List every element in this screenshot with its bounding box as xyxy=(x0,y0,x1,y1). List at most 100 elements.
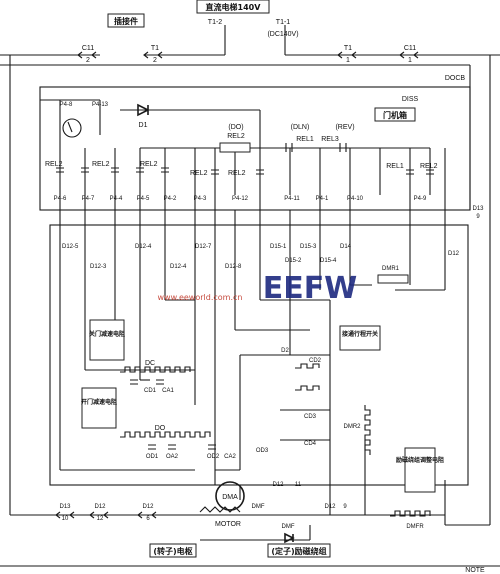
n10-label: 10 xyxy=(62,516,69,522)
od1-label: OD1 xyxy=(146,454,159,460)
d12-7-label: D12-7 xyxy=(195,244,212,250)
p4-8-label: P4-8 xyxy=(60,102,73,108)
rel1-top-label: REL1 xyxy=(296,136,314,143)
docb-label: DOCB xyxy=(445,75,466,82)
terminal-t1-2: T1-2 xyxy=(208,19,223,26)
d2-label: D2 xyxy=(281,348,289,354)
dma-label: DMA xyxy=(222,494,238,501)
t1-right-label: T1 xyxy=(344,45,352,52)
rel2-main-label: REL2 xyxy=(227,133,245,140)
p4-7-label: P4-7 xyxy=(82,196,95,202)
close-resistor-box: 关门减速电阻 xyxy=(89,319,125,361)
d12-b4-label: D12 xyxy=(324,504,336,510)
d12-b3-label: D12 xyxy=(272,482,284,488)
do-label: DO xyxy=(155,425,166,432)
p4-11-label: P4-11 xyxy=(284,196,300,202)
d15-1-label: D15-1 xyxy=(270,244,287,250)
n9-right-label: 9 xyxy=(476,214,480,220)
dmfr-label: DMFR xyxy=(406,524,424,530)
p4-1-label: P4-1 xyxy=(316,196,329,202)
p4-10-label: P4-10 xyxy=(347,196,364,202)
field-winding-caption-box: (定子)励磁绕组 xyxy=(267,543,331,558)
c11-right-connector-icon xyxy=(399,51,419,59)
oa2-label: OA2 xyxy=(166,454,179,460)
d12-3-label: D12-3 xyxy=(90,264,107,270)
dc-taps-icon xyxy=(130,379,164,385)
relay-coils: (DO) REL2 (DLN) REL1 (REV) REL3 REL1 REL… xyxy=(45,124,438,177)
d12-right-label: D12 xyxy=(448,251,460,257)
c11-left-connector-icon xyxy=(77,51,97,59)
motor-label: MOTOR xyxy=(215,521,241,528)
travel-switch-resistor-icon xyxy=(295,363,320,391)
top-terminals: C11 2 T1 2 T1 1 C11 1 xyxy=(77,45,419,64)
rel3-contact-icon xyxy=(339,143,347,152)
travel-switch-label: 接通行程开关 xyxy=(341,330,378,338)
door-board-label: 门机箱 xyxy=(383,110,407,120)
do-taps-icon xyxy=(148,444,216,450)
c11-left-label: C11 xyxy=(82,45,94,52)
p4-13-label: P4-13 xyxy=(92,102,109,108)
motor-block: DMA DMF MOTOR DMF xyxy=(199,481,295,544)
d13-bottom-label: D13 xyxy=(59,504,71,510)
bottom-connectors: D13 10 D12 12 D12 6 D12 11 D12 9 xyxy=(55,482,347,522)
rel2-b-label: REL2 xyxy=(92,161,110,168)
rel2-d-label: REL2 xyxy=(190,170,208,177)
ca2-label: CA2 xyxy=(224,454,236,460)
motor-diode-icon xyxy=(284,532,295,544)
p4-3-label: P4-3 xyxy=(194,196,207,202)
dmr2-resistor-icon xyxy=(364,405,371,455)
n9b-label: 9 xyxy=(343,504,347,510)
d12-4-label: D12-4 xyxy=(135,244,152,250)
rel3-label: REL3 xyxy=(321,136,339,143)
motor-armature-icon xyxy=(215,481,245,511)
do-relay-label: (DO) xyxy=(228,124,243,131)
dc-resistor-bank: DC CD1 CA1 xyxy=(120,360,191,394)
dc-resistor-icon xyxy=(120,366,191,373)
c11-right-label: C11 xyxy=(404,45,416,52)
do-resistor-icon xyxy=(120,431,211,438)
rel2-c-label: REL2 xyxy=(140,161,158,168)
n11-label: 11 xyxy=(295,482,302,488)
n2-mid-label: 2 xyxy=(153,57,157,64)
rel2-r-label: REL2 xyxy=(420,163,438,170)
rel1-right-label: REL1 xyxy=(386,163,404,170)
open-res-label: 开门减速电阻 xyxy=(81,398,117,406)
cd3-label: CD3 xyxy=(304,414,317,420)
od2-label: OD2 xyxy=(207,454,220,460)
d15-2-label: D15-2 xyxy=(285,258,302,264)
rel2-coil-icon xyxy=(219,142,251,153)
dmr2-block: DMR2 xyxy=(343,405,371,455)
p4-6-label: P4-6 xyxy=(54,196,67,202)
armature-caption-box: (转子)电枢 xyxy=(149,543,197,558)
n1-right-label: 1 xyxy=(408,57,412,64)
motor-winding-icon xyxy=(199,506,241,513)
n1-mid-label: 1 xyxy=(346,57,350,64)
d15-4-label: D15-4 xyxy=(320,258,337,264)
dmfr-resistor-icon xyxy=(390,510,431,517)
door-board-box: 门机箱 xyxy=(374,107,416,122)
terminal-t1-1: T1-1 xyxy=(276,19,291,26)
adjust-resistor-box: 励磁绕组调整电阻 xyxy=(396,447,444,493)
n2-left-label: 2 xyxy=(86,57,90,64)
rel1-contact-icon xyxy=(285,143,293,152)
connector-label: 插接件 xyxy=(114,16,138,26)
d13-right-label: D13 xyxy=(472,206,484,212)
t1-right-connector-icon xyxy=(337,51,357,59)
dmfr-block: DMFR xyxy=(390,510,431,530)
main-wiring xyxy=(0,25,500,567)
p4-connector-row: P4-6 P4-7 P4-4 P4-5 P4-2 P4-3 P4-12 P4-1… xyxy=(54,196,485,220)
cd2-label: CD2 xyxy=(309,358,322,364)
dmr1-label: DMR1 xyxy=(382,266,400,272)
diss-label: DISS xyxy=(402,96,419,103)
cd1-label: CD1 xyxy=(144,388,157,394)
adjust-res-label: 励磁绕组调整电阻 xyxy=(396,456,444,464)
n12-label: 12 xyxy=(97,516,104,522)
watermark-url: www.eeworld.com.cn xyxy=(158,293,243,302)
terminal-dc140: (DC140V) xyxy=(267,31,298,38)
watermark-text: EEFW xyxy=(263,271,358,306)
p4-2-label: P4-2 xyxy=(164,196,177,202)
do-resistor-bank: DO OD1 OA2 OD2 CA2 xyxy=(120,425,236,460)
p4-5-label: P4-5 xyxy=(137,196,150,202)
